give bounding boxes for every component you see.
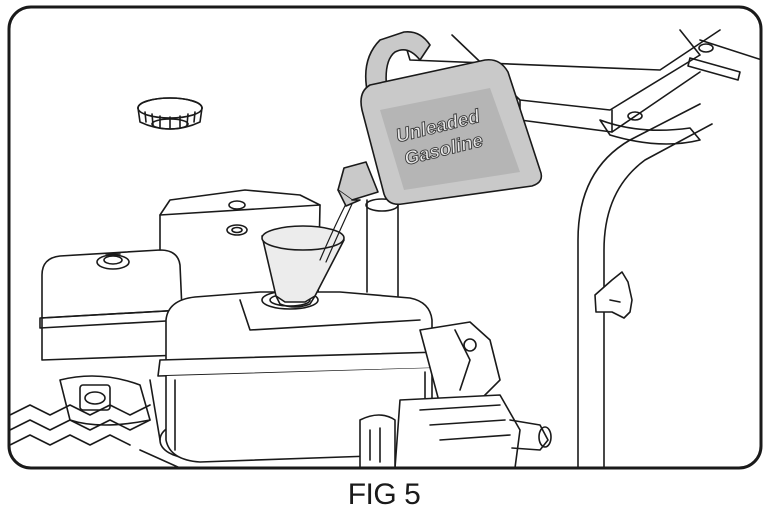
gas-can-icon — [337, 30, 543, 207]
figure-border — [7, 5, 763, 470]
pump-assembly — [359, 321, 552, 468]
fuel-cap-icon — [137, 97, 203, 130]
funnel-icon — [261, 225, 345, 308]
figure-caption: FIG 5 — [347, 478, 421, 511]
wing-knob-icon — [594, 271, 633, 319]
air-filter-housing — [39, 249, 185, 361]
frame-post — [365, 198, 399, 297]
